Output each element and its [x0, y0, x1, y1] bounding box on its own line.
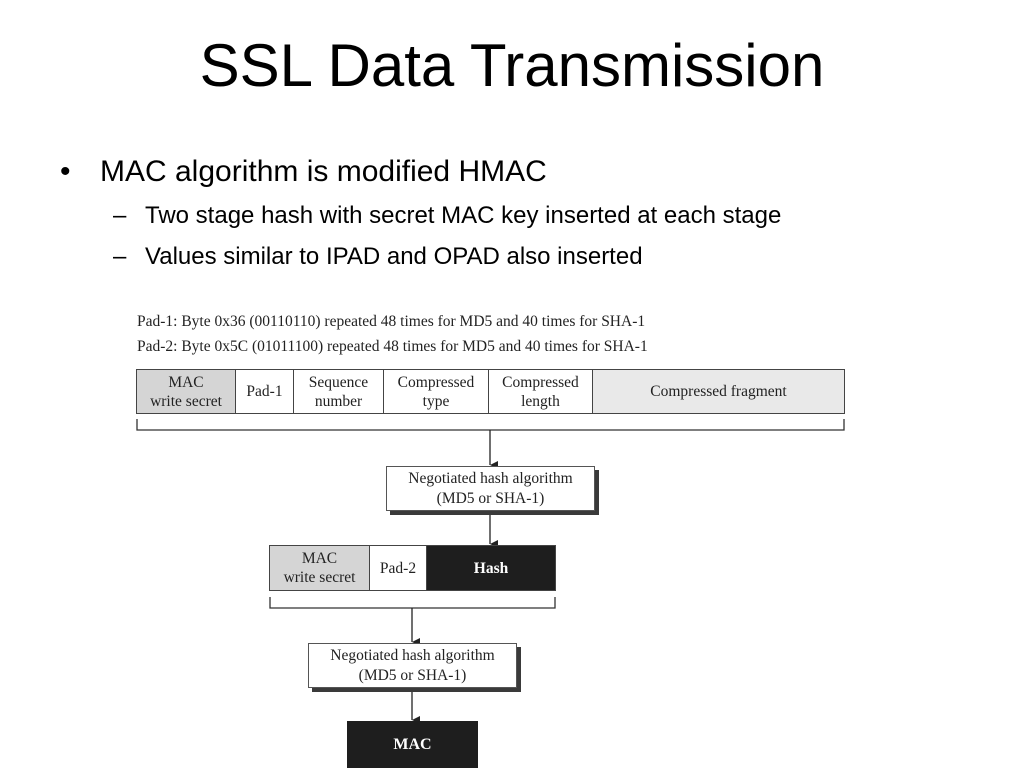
- pad1-cell: Pad-1: [236, 370, 294, 413]
- slide-title: SSL Data Transmission: [199, 32, 825, 99]
- first-row-bracket: [136, 419, 845, 431]
- hash-box-line-1: Negotiated hash algorithm: [408, 469, 573, 487]
- hash-box-line-1: Negotiated hash algorithm: [330, 646, 495, 664]
- second-row-bracket: [269, 597, 556, 609]
- hash-box-line-2: (MD5 or SHA-1): [358, 666, 467, 684]
- hash-box-line-2: (MD5 or SHA-1): [436, 489, 545, 507]
- mac-write-secret-cell: MAC write secret: [137, 370, 236, 413]
- pad2-note: Pad-2: Byte 0x5C (01011100) repeated 48 …: [137, 338, 648, 355]
- sub-bullet-symbol: –: [113, 202, 127, 229]
- sequence-number-cell: Sequence number: [294, 370, 384, 413]
- first-hash-input-row: MAC write secret Pad-1 Sequence number C…: [136, 369, 845, 414]
- pad1-note: Pad-1: Byte 0x36 (00110110) repeated 48 …: [137, 313, 646, 330]
- mac-write-secret-cell: MAC write secret: [270, 546, 370, 590]
- negotiated-hash-box-2: Negotiated hash algorithm (MD5 or SHA-1): [308, 643, 517, 688]
- sub-bullet-item: –Values similar to IPAD and OPAD also in…: [113, 242, 643, 272]
- hash-cell: Hash: [427, 546, 555, 590]
- second-hash-input-row: MAC write secret Pad-2 Hash: [269, 545, 556, 591]
- sub-bullet-item: –Two stage hash with secret MAC key inse…: [113, 201, 781, 231]
- sub-bullet-text: Two stage hash with secret MAC key inser…: [145, 202, 782, 229]
- sub-bullet-symbol: –: [113, 243, 127, 270]
- mac-output-box: MAC: [347, 721, 478, 768]
- compressed-fragment-cell: Compressed fragment: [593, 370, 844, 413]
- compressed-length-cell: Compressed length: [489, 370, 593, 413]
- sub-bullet-text: Values similar to IPAD and OPAD also ins…: [145, 243, 643, 270]
- compressed-type-cell: Compressed type: [384, 370, 489, 413]
- bullet-symbol: •: [60, 155, 71, 188]
- bullet-text: MAC algorithm is modified HMAC: [100, 155, 547, 188]
- pad2-cell: Pad-2: [370, 546, 427, 590]
- bullet-item: • MAC algorithm is modified HMAC: [60, 153, 547, 191]
- negotiated-hash-box-1: Negotiated hash algorithm (MD5 or SHA-1): [386, 466, 595, 511]
